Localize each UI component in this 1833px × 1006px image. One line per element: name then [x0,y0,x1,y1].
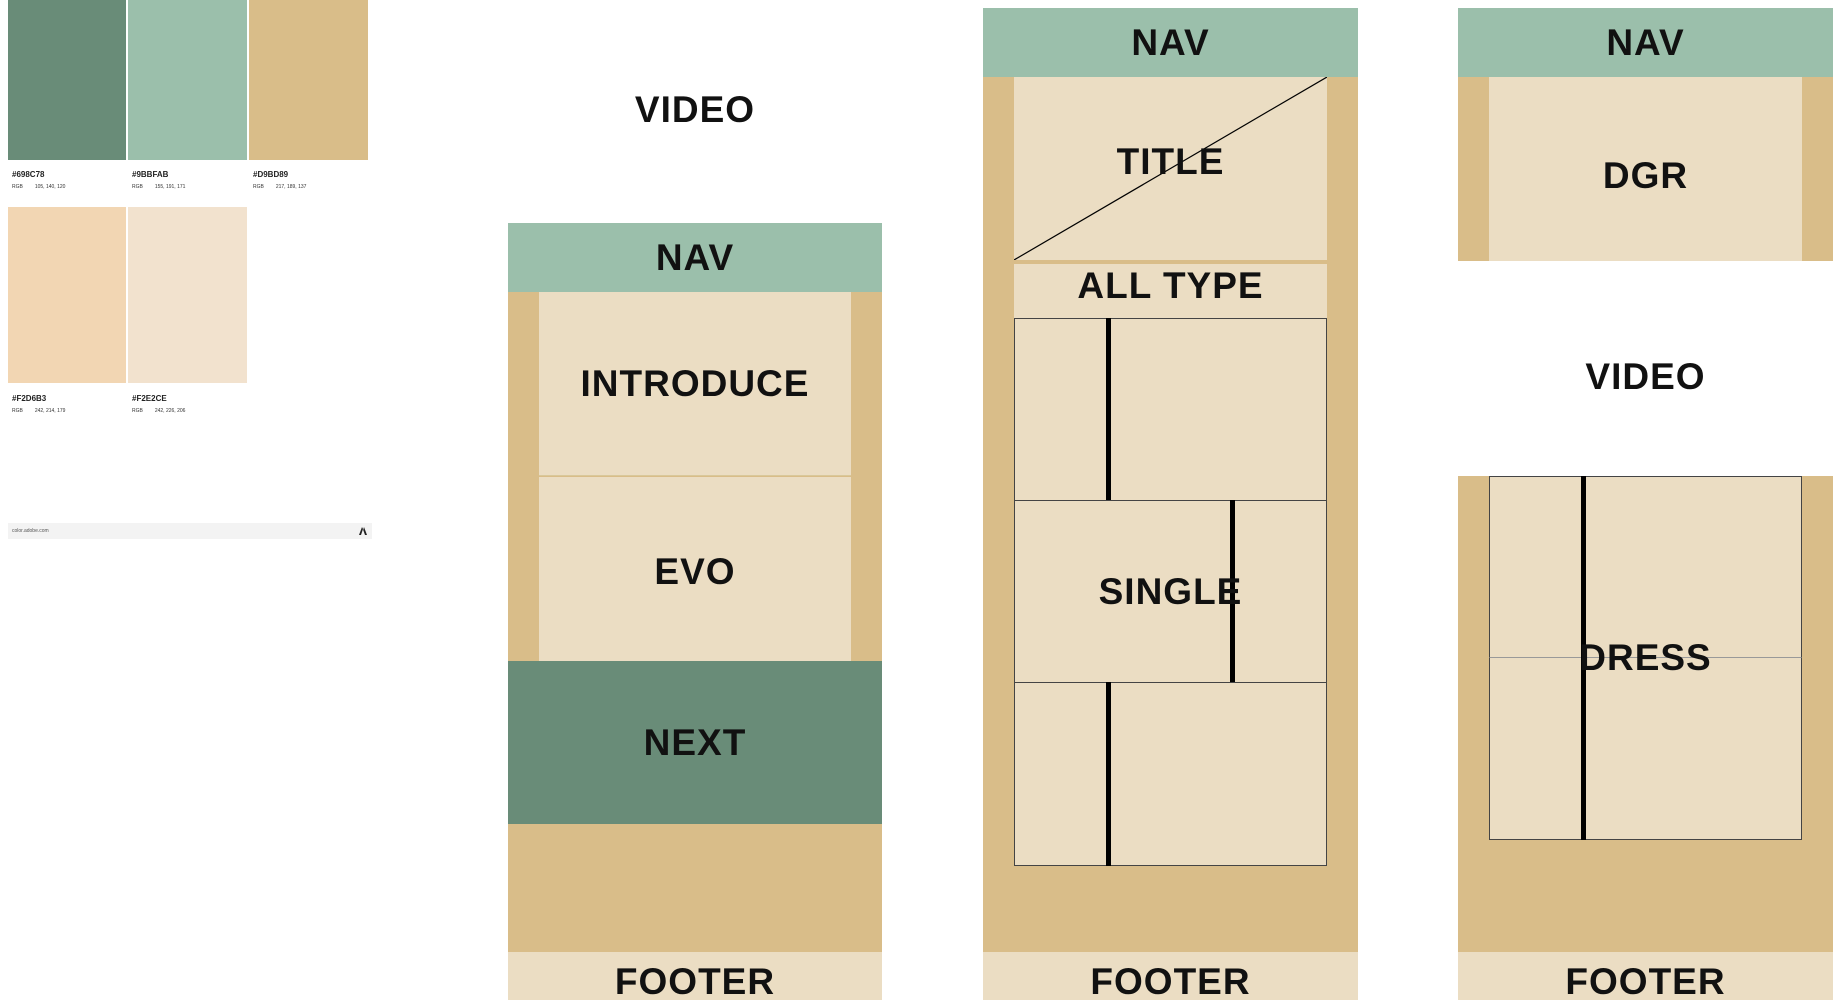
rgb-value: 155, 191, 171 [154,184,186,190]
introduce-label: INTRODUCE [580,363,810,404]
video-label: VIDEO [634,89,756,130]
dgr-label: DGR [1602,155,1689,196]
nav-label: NAV [1606,21,1685,63]
divider-bar [1230,500,1235,683]
layout3-nav [1458,8,1833,77]
swatch-rgb: RGB 105, 140, 120 [12,184,65,190]
dress-label: DRESS [1579,637,1712,678]
swatch-tan [249,0,368,160]
dress-panel-bottom [1489,658,1802,840]
layout2-footer [983,952,1358,1000]
swatch-hex: #9BBFAB [132,170,169,179]
swatch-cream [128,207,247,383]
rgb-value: 242, 214, 179 [34,408,66,414]
single-label: SINGLE [1098,570,1243,612]
swatch-sage [128,0,247,160]
divider-bar [1106,318,1111,501]
adobe-logo-icon [359,527,367,535]
all-type-panel [1014,264,1327,318]
single-panel-1 [1014,318,1327,501]
swatch-peach [8,207,126,383]
divider-bar [1581,476,1586,840]
rgb-value: 217, 189, 137 [275,184,307,190]
rgb-label: RGB [12,408,23,414]
swatch-rgb: RGB 242, 214, 179 [12,408,65,414]
rgb-label: RGB [132,408,143,414]
swatch-hex: #F2D6B3 [12,394,47,403]
palette-url[interactable]: color.adobe.com [12,528,49,534]
layout2-nav [983,8,1358,77]
swatch-dark-green [8,0,126,160]
swatch-rgb: RGB 155, 191, 171 [132,184,185,190]
dgr-panel [1489,77,1802,261]
swatch-hex: #D9BD89 [253,170,289,179]
next-label: NEXT [643,721,747,763]
evo-panel [539,477,851,661]
title-label: TITLE [1116,141,1225,182]
nav-label: NAV [655,236,735,278]
palette-footer: color.adobe.com [8,523,372,539]
layout1-nav [508,223,882,292]
rgb-label: RGB [12,184,23,190]
next-panel [508,661,882,824]
swatch-hex: #F2E2CE [132,394,167,403]
title-diagonal-line [1014,77,1327,260]
swatch-rgb: RGB 242, 226, 206 [132,408,185,414]
layout1-footer [508,952,882,1000]
footer-label: FOOTER [1090,961,1251,1002]
rgb-label: RGB [132,184,143,190]
dress-panel-top [1489,476,1802,658]
swatch-rgb: RGB 217, 189, 137 [253,184,306,190]
nav-label: NAV [1131,21,1210,63]
single-panel-3 [1014,682,1327,866]
rgb-value: 242, 226, 206 [154,408,186,414]
footer-label: FOOTER [1565,961,1726,1002]
swatch-hex: #698C78 [12,170,45,179]
footer-label: FOOTER [614,961,776,1002]
divider-bar [1106,682,1111,866]
video-label: VIDEO [1585,356,1706,397]
all-type-label: ALL TYPE [1077,265,1264,306]
rgb-label: RGB [253,184,264,190]
rgb-value: 105, 140, 120 [34,184,66,190]
single-panel-2 [1014,500,1327,683]
introduce-panel [539,292,851,476]
layout3-footer [1458,952,1833,1000]
evo-label: EVO [654,551,736,592]
